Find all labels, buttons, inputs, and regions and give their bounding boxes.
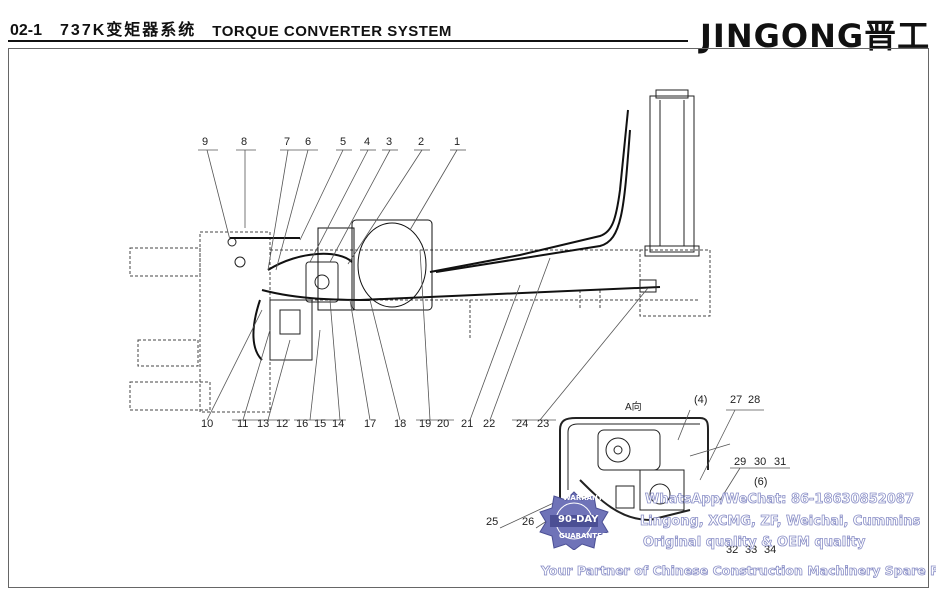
badge-mid-text: 90-DAY [558, 514, 599, 525]
callout-11: 11 [237, 418, 249, 430]
callout-31: 31 [774, 456, 787, 468]
header-rule [8, 40, 688, 42]
chassis-outline [129, 231, 711, 413]
callout-20: 20 [437, 418, 450, 430]
callout-15: 15 [314, 418, 327, 430]
callout-3: 3 [386, 136, 393, 148]
title-chinese: 737K变矩器系统 [60, 22, 197, 39]
callout-4: 4 [364, 136, 371, 148]
callout-19: 19 [419, 418, 432, 430]
title-english: TORQUE CONVERTER SYSTEM [212, 23, 452, 40]
pump-block [227, 237, 339, 361]
callout-28: 28 [748, 394, 761, 406]
watermark-quality: Original quality & OEM quality [643, 535, 866, 551]
badge-top-text: WARRANTY [563, 494, 608, 502]
callout-33: 33 [745, 544, 758, 556]
callout-32: 32 [726, 544, 739, 556]
callout-24: 24 [516, 418, 529, 430]
callout-21: 21 [461, 418, 474, 430]
callout-26: 26 [522, 516, 535, 528]
callout-18: 18 [394, 418, 407, 430]
callout-16: 16 [296, 418, 309, 430]
badge-bottom-text: GUARANTEE [559, 532, 607, 540]
callout-12: 12 [276, 418, 289, 430]
callout-34: 34 [764, 544, 777, 556]
view-a-label: A向 [625, 402, 642, 413]
callout-underlines [198, 149, 790, 469]
view-a-detail [499, 409, 741, 529]
section-code: 02-1 [10, 22, 43, 39]
callout-23: 23 [537, 418, 550, 430]
callout-27: 27 [730, 394, 743, 406]
callout-2: 2 [418, 136, 425, 148]
callout-6: 6 [305, 136, 312, 148]
warranty-badge-icon [539, 491, 609, 550]
leader-lines [206, 149, 649, 421]
callout-6-ref: (6) [754, 476, 768, 488]
callout-8: 8 [241, 136, 248, 148]
watermark-tagline: Your Partner of Chinese Construction Mac… [541, 563, 936, 579]
callout-13: 13 [257, 418, 270, 430]
callout-30: 30 [754, 456, 767, 468]
callout-29: 29 [734, 456, 747, 468]
callout-1: 1 [454, 136, 461, 148]
callout-4-ref: (4) [694, 394, 708, 406]
watermark-contact: WhatsApp/WeChat: 86-18630852087 [645, 492, 915, 508]
callout-7: 7 [284, 136, 291, 148]
cooler-column [639, 89, 700, 293]
callout-14: 14 [332, 418, 345, 430]
torque-converter-housing [317, 219, 433, 311]
callout-9: 9 [202, 136, 209, 148]
watermark-brands: Lingong, XCMG, ZF, Weichai, Cummins [640, 514, 921, 530]
callout-10: 10 [201, 418, 214, 430]
hoses [230, 109, 661, 361]
callout-22: 22 [483, 418, 496, 430]
drawing-frame [8, 48, 929, 588]
callout-25: 25 [486, 516, 499, 528]
callout-17: 17 [364, 418, 377, 430]
callout-5: 5 [340, 136, 347, 148]
page-header: 02-1 737K变矩器系统 TORQUE CONVERTER SYSTEM [10, 18, 452, 40]
